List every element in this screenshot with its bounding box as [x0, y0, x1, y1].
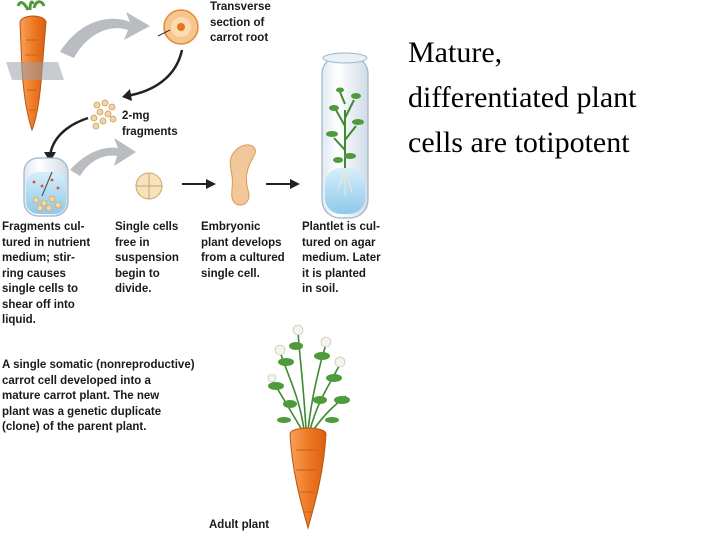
label-line: A single somatic (nonreproductive) — [2, 359, 195, 371]
label-line: (clone) of the parent plant. — [2, 421, 147, 433]
culture-flask — [23, 157, 69, 217]
label-somatic-clone: A single somatic (nonreproductive) carro… — [2, 358, 195, 436]
label-transverse-section: Transverse section of carrot root — [210, 0, 271, 47]
label-line: suspension — [115, 252, 179, 264]
fragments-cluster — [90, 99, 117, 130]
label-line: medium; stir- — [2, 252, 75, 264]
label-line: Transverse — [210, 1, 271, 13]
plantlet-tube — [321, 52, 369, 219]
label-line: Embryonic — [201, 221, 261, 233]
label-line: Single cells — [115, 221, 179, 233]
dividing-cell — [135, 172, 163, 200]
label-line: in soil. — [302, 283, 339, 295]
arrow-to-flask — [48, 116, 89, 157]
label-adult-plant: Adult plant — [209, 518, 269, 534]
label-line: Adult plant — [209, 519, 270, 531]
label-embryonic-plant: Embryonic plant develops from a cultured… — [201, 220, 285, 282]
label-line: fragments — [122, 125, 178, 138]
label-line: Fragments cul- — [2, 221, 85, 233]
slide-heading: Mature, differentiated plant cells are t… — [408, 30, 708, 165]
adult-carrot-plant — [267, 324, 350, 530]
label-line: from a cultured — [201, 252, 285, 264]
section-plane — [6, 62, 64, 80]
heading-line-1: Mature, — [408, 36, 503, 69]
arrow-to-fragments — [125, 49, 184, 98]
label-line: begin to — [115, 267, 160, 280]
label-line: medium. Later — [302, 252, 381, 264]
label-line: plant was a genetic duplicate — [2, 405, 162, 418]
label-line: Plantlet is cul- — [302, 221, 380, 233]
heading-line-2: differentiated plant — [408, 81, 637, 114]
label-plantlet: Plantlet is cul- tured on agar medium. L… — [302, 220, 381, 298]
label-line: ring causes — [2, 267, 66, 280]
label-line: liquid. — [2, 314, 36, 326]
label-fragments-cultured: Fragments cul- tured in nutrient medium;… — [2, 220, 90, 329]
label-single-cells: Single cells free in suspension begin to… — [115, 220, 179, 298]
section-disc — [157, 9, 199, 45]
arrow-to-section — [60, 12, 150, 58]
label-line: free in — [115, 236, 150, 249]
label-line: carrot root — [210, 32, 269, 44]
label-line: plant develops — [201, 236, 282, 249]
label-line: it is planted — [302, 267, 366, 280]
arrow-to-single-cells — [70, 138, 136, 176]
label-line: single cells to — [2, 283, 79, 295]
label-fragments: 2-mg fragments — [122, 109, 178, 140]
label-line: carrot cell developed into a — [2, 374, 151, 387]
label-line: single cell. — [201, 267, 260, 280]
embryo-plant — [229, 144, 256, 206]
label-line: mature carrot plant. The new — [2, 390, 160, 402]
label-line: tured in nutrient — [2, 236, 91, 249]
label-line: 2-mg — [122, 110, 150, 122]
heading-line-3: cells are totipotent — [408, 126, 630, 159]
label-line: divide. — [115, 283, 152, 295]
label-line: shear off into — [2, 298, 75, 311]
label-line: tured on agar — [302, 236, 376, 249]
label-line: section of — [210, 16, 265, 29]
